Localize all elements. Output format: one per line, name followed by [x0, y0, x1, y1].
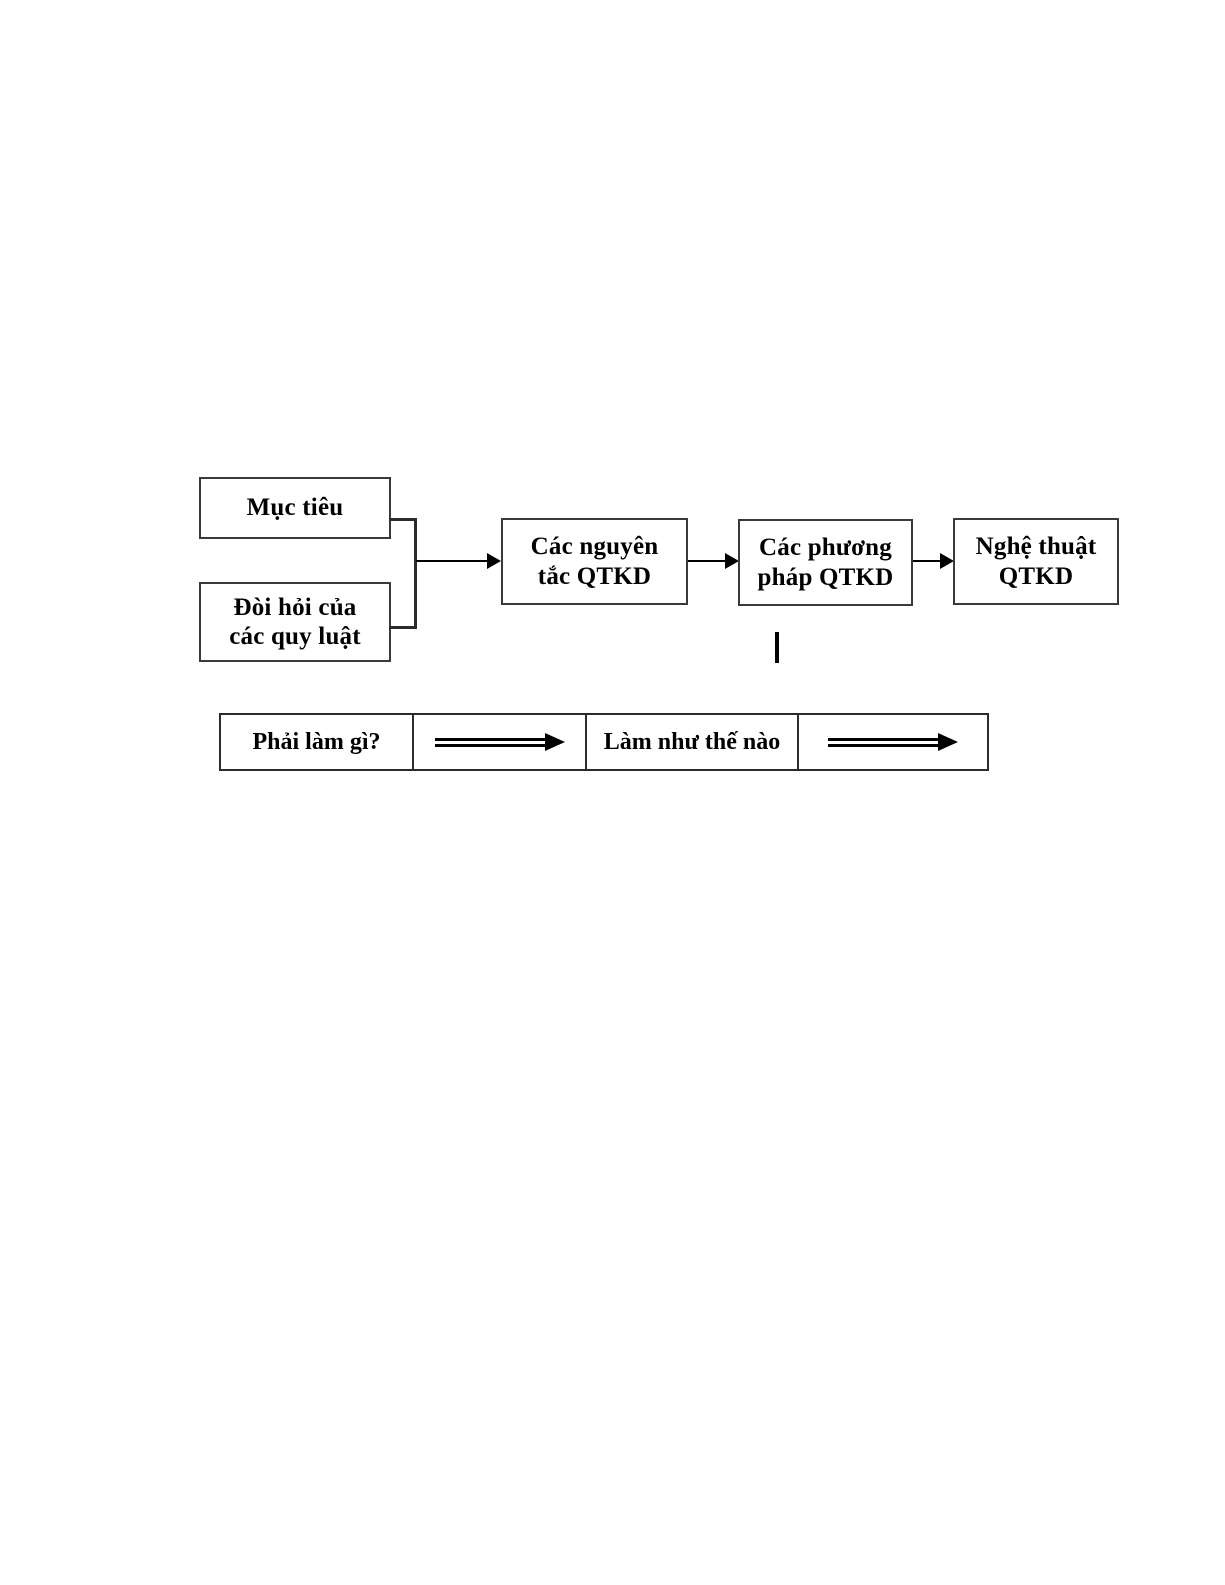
- node-muc-tieu-label: Mục tiêu: [246, 494, 344, 522]
- arrow-head: [487, 553, 501, 569]
- arrow-head: [940, 553, 954, 569]
- bracket-stub-top-icon: [389, 518, 417, 521]
- double-arrow-right-icon-2: [828, 733, 958, 751]
- arrow-shaft-lower: [828, 744, 940, 747]
- node-cac-phuong-phap-qtkd[interactable]: Các phương pháp QTKD: [738, 519, 913, 606]
- arrow-shaft-upper: [828, 738, 940, 741]
- node-nguyen-tac-label: Các nguyên tắc QTKD: [530, 533, 659, 590]
- arrow-right-icon-phuong-phap-to-nghe-thuat: [913, 553, 955, 569]
- node-cac-nguyen-tac-qtkd[interactable]: Các nguyên tắc QTKD: [501, 518, 688, 605]
- arrow-shaft-lower: [434, 744, 547, 747]
- node-doi-hoi-label: Đòi hỏi của các quy luật: [229, 593, 361, 651]
- table-cell-arrow-2: [799, 715, 987, 769]
- bracket-stub-bottom-icon: [389, 626, 417, 629]
- node-nghe-thuat-label: Nghệ thuật QTKD: [975, 533, 1097, 590]
- arrow-right-icon-merge-to-nguyen-tac: [416, 553, 502, 569]
- arrow-shaft: [416, 560, 488, 562]
- table-cell-lam-nhu-the-nao-label: Làm như thế nào: [603, 728, 781, 755]
- node-doi-hoi-cua-cac-quy-luat[interactable]: Đòi hỏi của các quy luật: [199, 582, 391, 662]
- table-cell-arrow-1: [414, 715, 587, 769]
- arrow-head: [544, 733, 565, 751]
- arrow-shaft: [913, 560, 941, 562]
- bottom-table: Phải làm gì? Làm như thế nào: [219, 713, 989, 771]
- table-cell-phai-lam-gi-label: Phải làm gì?: [252, 728, 381, 755]
- bracket-vertical-icon: [414, 518, 417, 629]
- table-cell-phai-lam-gi[interactable]: Phải làm gì?: [221, 715, 414, 769]
- node-nghe-thuat-qtkd[interactable]: Nghệ thuật QTKD: [953, 518, 1119, 605]
- vertical-tick-icon: [775, 632, 779, 663]
- double-arrow-right-icon-1: [434, 733, 565, 751]
- node-muc-tieu[interactable]: Mục tiêu: [199, 477, 391, 539]
- arrow-head: [938, 733, 958, 751]
- node-phuong-phap-label: Các phương pháp QTKD: [757, 534, 894, 591]
- arrow-shaft: [688, 560, 726, 562]
- arrow-head: [725, 553, 739, 569]
- arrow-right-icon-nguyen-tac-to-phuong-phap: [688, 553, 740, 569]
- table-cell-lam-nhu-the-nao[interactable]: Làm như thế nào: [587, 715, 799, 769]
- arrow-shaft-upper: [434, 738, 547, 741]
